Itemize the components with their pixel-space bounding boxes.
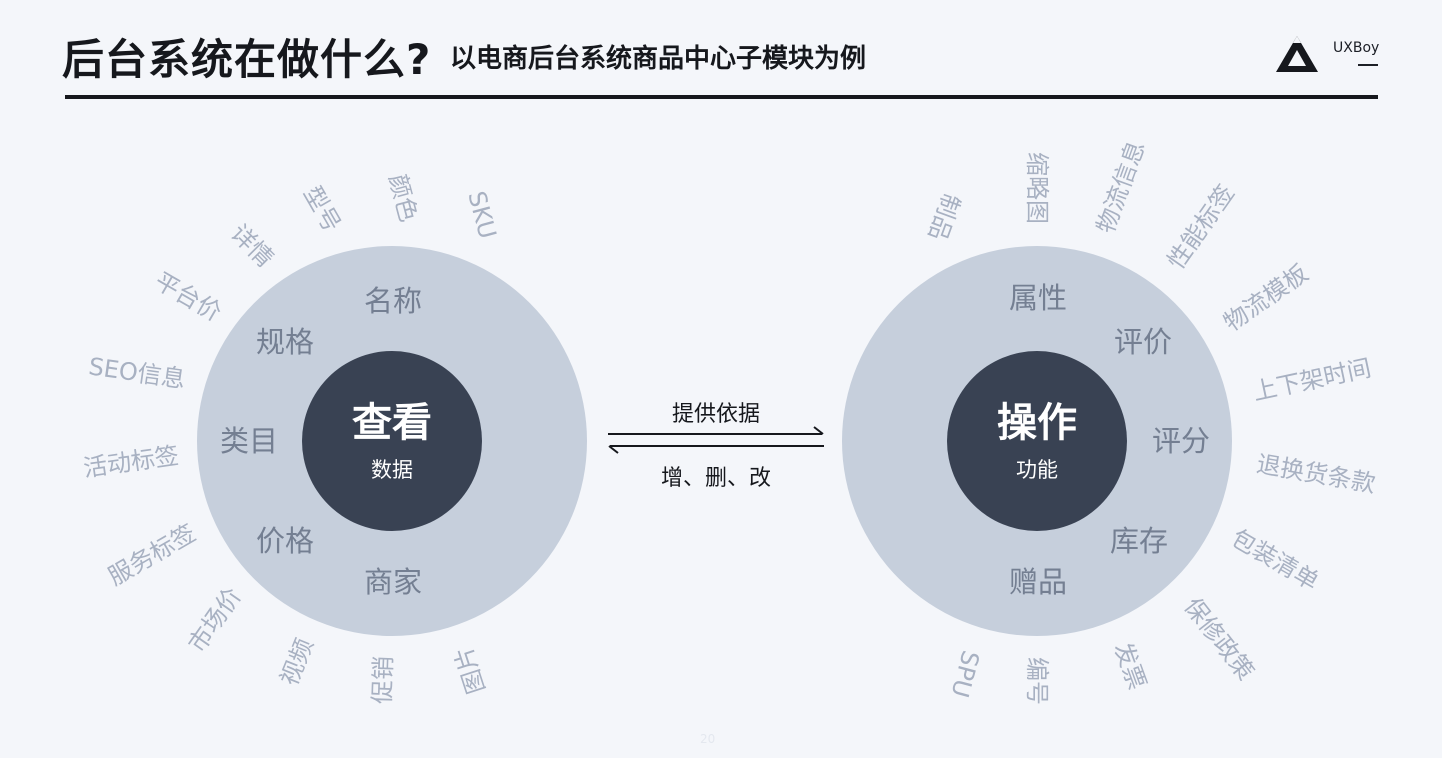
left-outer-label: 平台价 bbox=[149, 266, 227, 328]
right-inner-label: 评分 bbox=[1151, 424, 1211, 458]
right-outer-label: SPU bbox=[945, 647, 985, 701]
right-outer-label: 保修政策 bbox=[1178, 592, 1260, 686]
brand-logo-icon bbox=[1276, 36, 1318, 72]
page-subtitle: 以电商后台系统商品中心子模块为例 bbox=[450, 44, 867, 74]
right-inner-label: 评价 bbox=[1113, 325, 1173, 359]
right-inner-label: 库存 bbox=[1109, 524, 1169, 558]
left-outer-label: 详情 bbox=[225, 219, 279, 273]
left-outer-label: SKU bbox=[462, 188, 502, 242]
right-outer-label: 缩略图 bbox=[1023, 152, 1051, 224]
connector-top-label: 提供依据 bbox=[671, 402, 761, 427]
left-inner-label: 类目 bbox=[219, 424, 279, 458]
right-outer-label: 发票 bbox=[1108, 638, 1152, 694]
title-divider bbox=[65, 95, 1378, 99]
connector-bottom-label: 增、删、改 bbox=[660, 466, 772, 491]
right-core-circle: 操作 功能 bbox=[947, 351, 1127, 531]
brand-name: UXBoy bbox=[1333, 40, 1380, 56]
right-outer-label: 上下架时间 bbox=[1250, 353, 1374, 407]
left-outer-label: 视频 bbox=[275, 634, 319, 690]
right-outer-label: 编号 bbox=[1023, 657, 1051, 705]
left-outer-label: 图片 bbox=[449, 642, 491, 698]
left-core-title: 查看 bbox=[352, 400, 432, 446]
right-outer-label: 退换货条款 bbox=[1254, 449, 1378, 499]
left-outer-label: 市场价 bbox=[182, 582, 248, 658]
brand-underline bbox=[1358, 64, 1378, 66]
right-outer-label: 物流模板 bbox=[1218, 259, 1314, 337]
header: 后台系统在做什么? 以电商后台系统商品中心子模块为例 bbox=[62, 26, 1378, 98]
right-inner-label: 赠品 bbox=[1008, 565, 1068, 599]
right-inner-label: 属性 bbox=[1008, 281, 1068, 315]
right-outer-label: 物流信息 bbox=[1091, 137, 1151, 237]
left-outer-label: 服务标签 bbox=[103, 518, 201, 592]
left-inner-label: 规格 bbox=[255, 325, 315, 359]
left-inner-label: 名称 bbox=[363, 284, 423, 318]
left-outer-label: 颜色 bbox=[383, 171, 423, 225]
left-inner-label: 商家 bbox=[363, 565, 423, 599]
page-number: 20 bbox=[700, 732, 716, 746]
right-outer-label: 包装清单 bbox=[1226, 523, 1324, 597]
right-core-subtitle: 功能 bbox=[1016, 458, 1058, 482]
exchange-arrows-icon bbox=[608, 426, 824, 454]
left-outer-label: 活动标签 bbox=[81, 441, 181, 483]
right-core-title: 操作 bbox=[997, 400, 1077, 446]
right-outer-label: 制品 bbox=[922, 189, 966, 245]
left-inner-label: 价格 bbox=[255, 524, 315, 558]
page-title: 后台系统在做什么? bbox=[62, 35, 432, 84]
left-core-subtitle: 数据 bbox=[371, 458, 413, 482]
left-outer-label: 型号 bbox=[297, 181, 347, 237]
left-outer-label: 促销 bbox=[368, 655, 398, 705]
left-core-circle: 查看 数据 bbox=[302, 351, 482, 531]
left-outer-label: SEO信息 bbox=[86, 352, 188, 394]
right-outer-label: 性能标签 bbox=[1162, 179, 1240, 275]
